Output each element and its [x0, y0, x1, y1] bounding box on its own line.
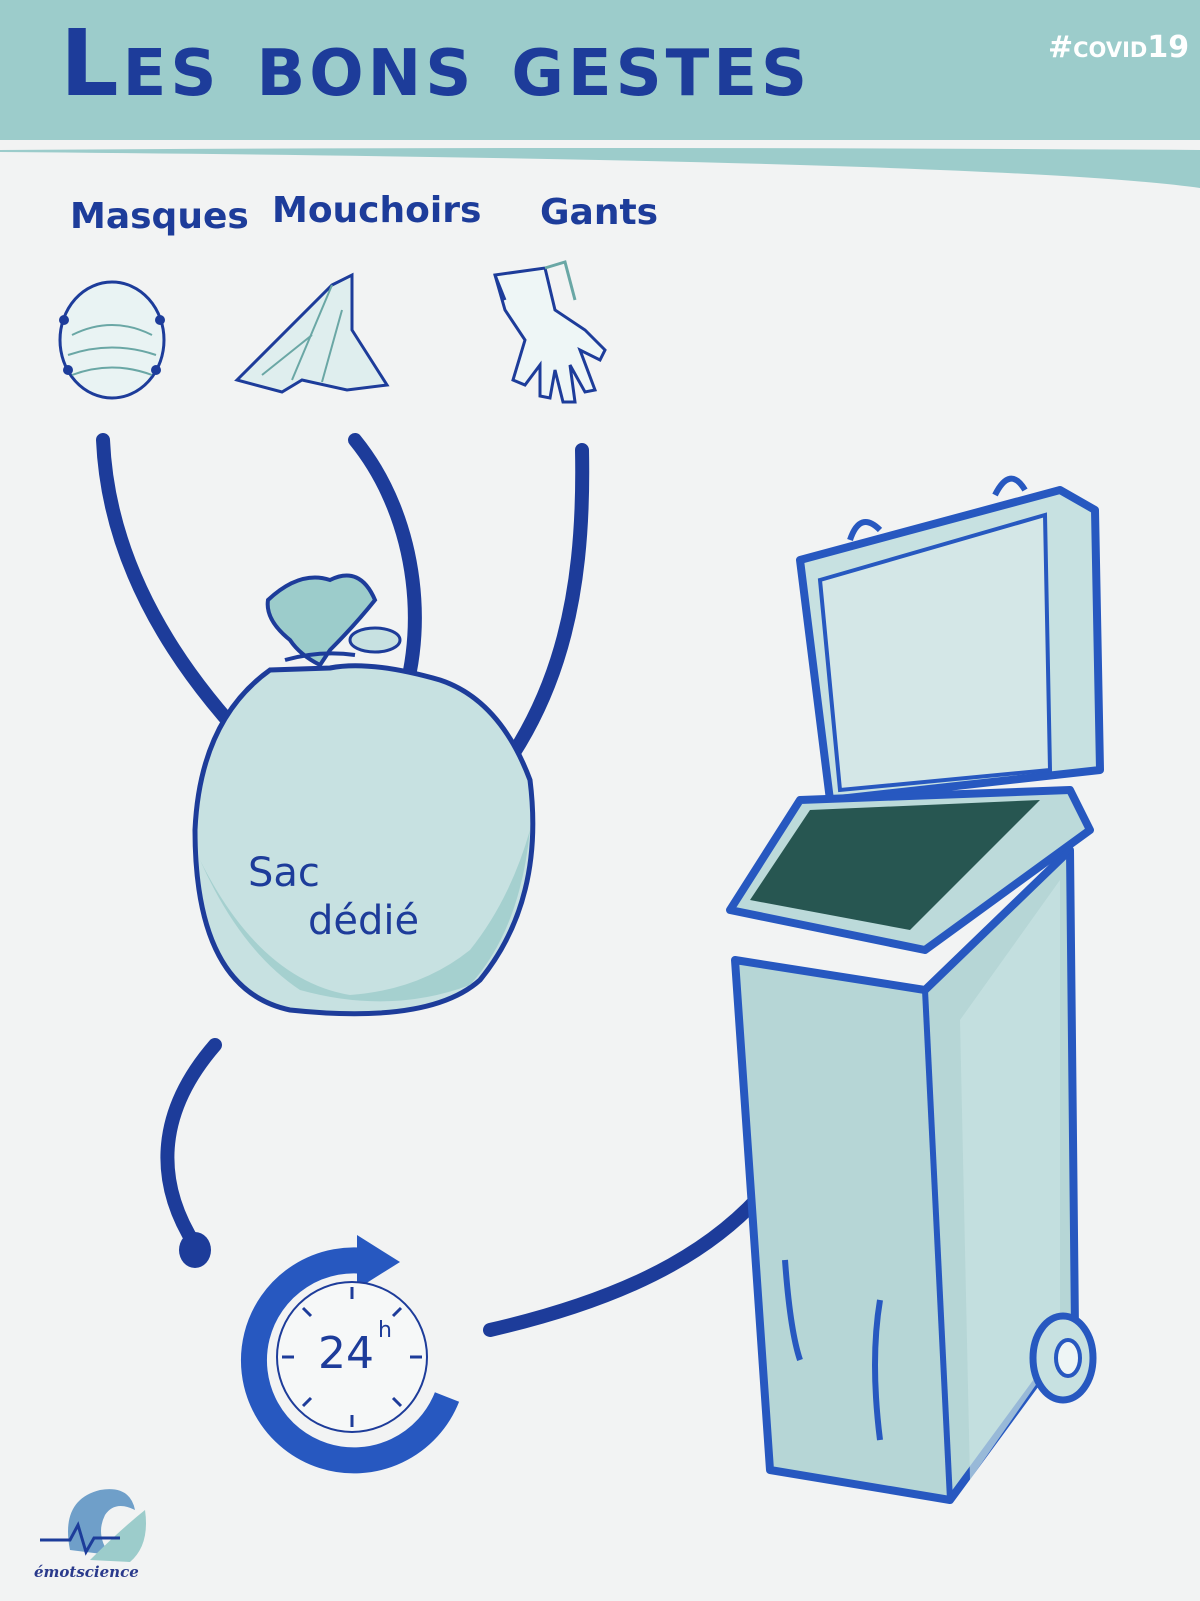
mask-icon — [58, 280, 166, 400]
gloves-icon — [493, 260, 607, 404]
arrow-bag-to-timer-head — [179, 1232, 211, 1268]
timer-value: 24 — [318, 1328, 374, 1379]
trash-bag-icon — [192, 573, 536, 1017]
timer-unit: h — [378, 1318, 392, 1343]
emotscience-logo-icon — [40, 1489, 146, 1562]
bag-label-line2: dédié — [308, 898, 420, 944]
item-label-mouchoirs: Mouchoirs — [272, 190, 482, 231]
hashtag-label: #covid19 — [1048, 30, 1190, 65]
logo-text: émotscience — [34, 1563, 139, 1581]
item-label-masques: Masques — [70, 196, 249, 237]
item-label-gants: Gants — [540, 192, 659, 233]
bag-label-line1: Sac — [248, 850, 320, 896]
wheelie-bin-icon — [726, 475, 1104, 1504]
tissue-icon — [234, 272, 390, 394]
arrow-bag-to-timer — [160, 1038, 222, 1252]
header-banner — [0, 0, 1200, 188]
clock-icon — [240, 1235, 460, 1474]
page-title: Les bons gestes — [60, 10, 812, 117]
